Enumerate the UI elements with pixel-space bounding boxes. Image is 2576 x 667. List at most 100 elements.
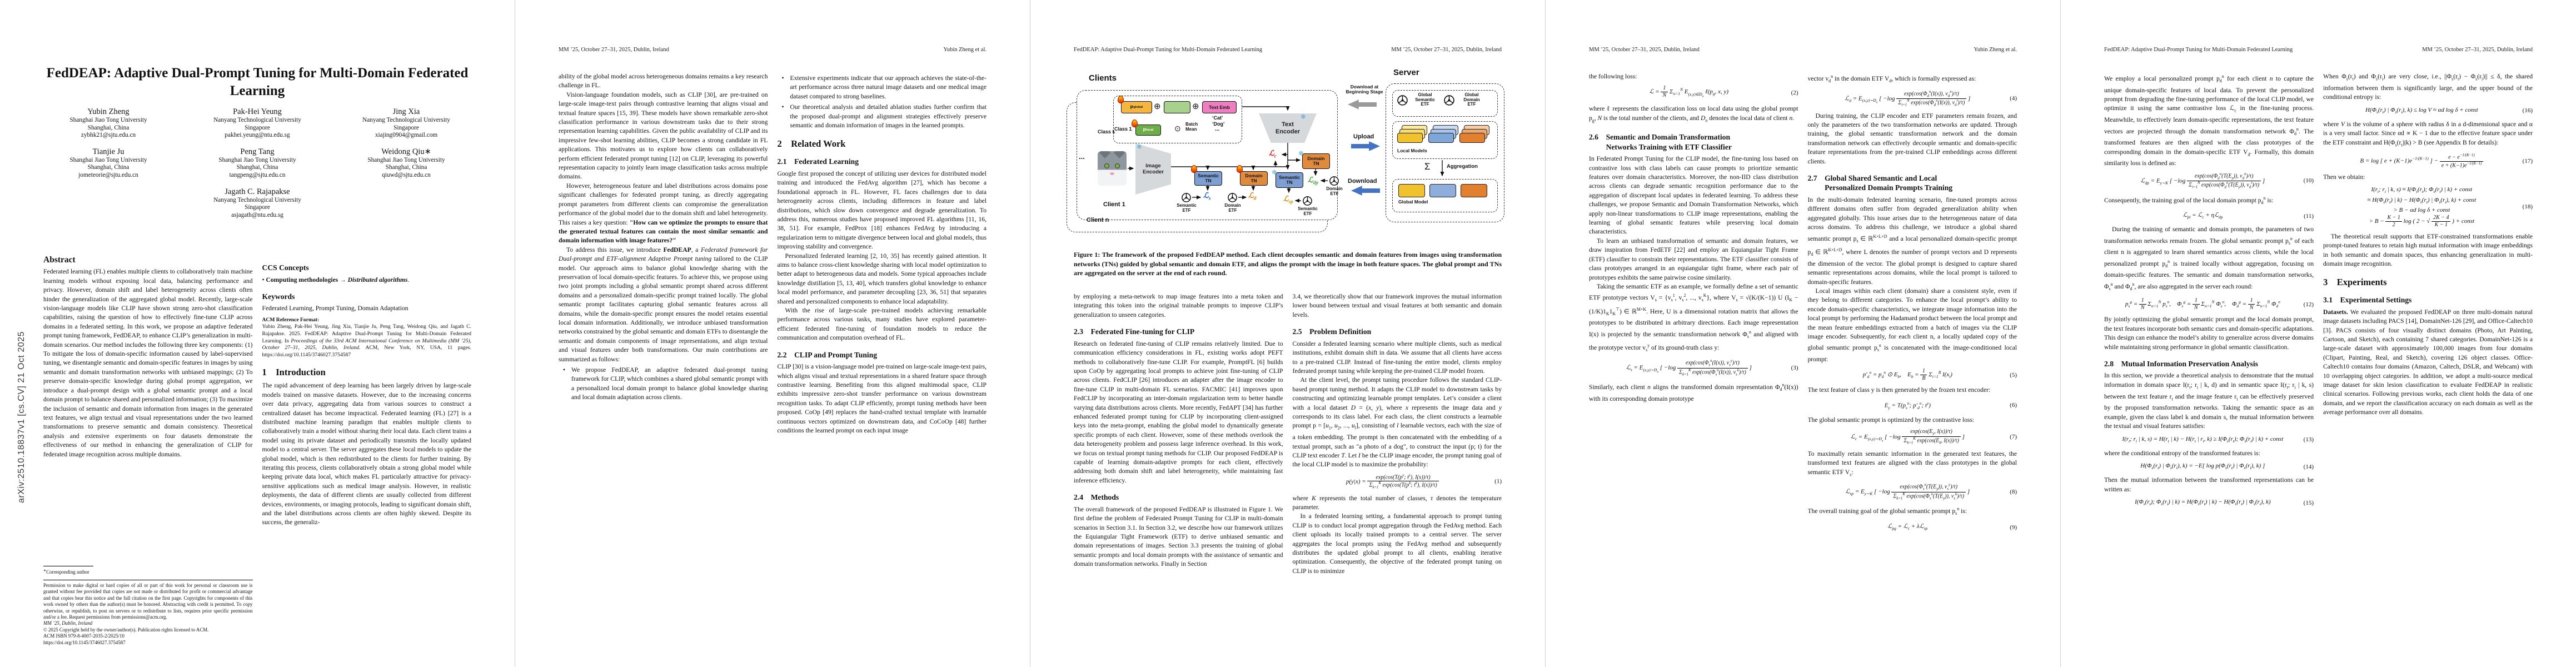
equation-number: (6) <box>2010 402 2017 409</box>
page4-right-column: vector vdn in the domain ETF Vd, which i… <box>1808 72 2017 646</box>
more-clients-ellipsis: ... <box>1079 152 1085 161</box>
paragraph: To address this issue, we introduce FedD… <box>559 246 768 363</box>
paragraph: Similarly, each client n aligns the tran… <box>1589 382 1798 402</box>
equation-number: (11) <box>2304 213 2314 220</box>
paragraph: At the client level, the prompt tuning p… <box>1292 376 1502 469</box>
local-models-label: Local Models <box>1397 148 1427 153</box>
page-5: FedDEAP: Adaptive Dual-Prompt Tuning for… <box>2061 0 2576 667</box>
abstract-heading: Abstract <box>43 256 76 265</box>
domain-etf-icon <box>1227 192 1238 206</box>
download-label: Download <box>1348 178 1377 185</box>
footnote-text: ACM ISBN 979-8-4007-2035-2/2025/10 <box>43 633 124 639</box>
client-1-label: Client 1 <box>1103 201 1125 208</box>
author-email: asjagath@ntu.edu.sg <box>231 211 283 218</box>
equation-number: (10) <box>2303 177 2314 185</box>
subsection-heading: Keywords <box>262 292 295 301</box>
frozen-snowflake-icon: ❄ <box>1272 168 1278 176</box>
paragraph: Federated learning (FL) enables multiple… <box>43 268 253 458</box>
subsection-heading: 2.8 Mutual Information Preservation Anal… <box>2104 359 2258 368</box>
subsection-heading: 2.3 Federated Fine-tuning for CLIP <box>1074 327 1195 336</box>
sum-icon: Σ <box>1424 161 1431 172</box>
paragraph: Google first proposed the concept of uti… <box>777 170 987 251</box>
paragraph: Consider a federated learning scenario w… <box>1292 340 1502 375</box>
page5-left-column: We employ a local personalized prompt pd… <box>2104 72 2314 646</box>
equation: H(Φs(rt) | Φs(ri), k) = −E[ log p(Φs(rt)… <box>2104 462 2314 472</box>
subsection-heading: 2.5 Problem Definition <box>1292 327 1372 336</box>
paragraph: Then the mutual information between the … <box>2104 476 2314 493</box>
frozen-snowflake-icon: ❄ <box>1137 143 1143 151</box>
author-email: pakhei.yeung@ntu.edu.sg <box>225 132 290 139</box>
global-domain-etf-icon <box>1443 94 1455 109</box>
equation: ℒsp = Ey∼K [ −log exp(cos(Φsn(T(Ey)), vs… <box>1845 483 2017 501</box>
equation-number: (5) <box>2010 371 2017 379</box>
running-header-conference: MM ’25, October 27–31, 2025, Dublin, Ire… <box>559 47 669 53</box>
equation: ℒpg = ℒc + λℒsp(9) <box>1808 522 2017 532</box>
author-email: jometeorie@sjtu.edu.cn <box>78 171 138 178</box>
paragraph: When Φs(rt) and Φs(ri) are very close, i… <box>2323 73 2533 101</box>
trainable-flame-icon <box>1191 165 1197 173</box>
paragraph: The overall training goal of the global … <box>1807 506 1967 516</box>
paragraph: vector vdn in the domain ETF Vd, which i… <box>1807 74 1976 84</box>
doi-link[interactable]: https://doi.org/10.1145/3746027.3754587 <box>43 639 126 645</box>
paragraph: The overall framework of the proposed Fe… <box>1074 505 1283 568</box>
paragraph: by employing a meta-network to map image… <box>1074 293 1283 318</box>
class-1-label: Class 1 <box>1114 126 1132 132</box>
equation: I(rt; ri | k, s) ≈ I(Φs(rt); Φs(ri) | k)… <box>2367 186 2533 228</box>
semantic-prompt-loss-label: ℒsp <box>1283 195 1293 205</box>
author: Weidong Qiu∗Shanghai Jiao Tong Universit… <box>335 147 478 180</box>
equation: ℒd = E(x,y)∼Dn [ −log exp(cos(Φdn(I(x)),… <box>1845 89 2017 107</box>
equation-number: (8) <box>2010 489 2017 496</box>
footnote-text: ∗Corresponding author <box>43 569 89 575</box>
oplus-icon: ⊕ <box>1154 102 1161 111</box>
paragraph: Datasets. We evaluated the proposed FedD… <box>2323 308 2533 416</box>
bullet-item: •We propose FedDEAP, an adaptive federat… <box>563 366 768 402</box>
equation-number: (2) <box>1791 89 1798 97</box>
equation: B = log [ e + (K−1)e−1/(K−1) ] − e − e−1… <box>2360 153 2533 168</box>
paragraph: The rapid advancement of deep learning h… <box>262 382 472 526</box>
class-token-ellipsis: ... <box>1215 126 1220 132</box>
paragraph: During the training of semantic and doma… <box>2104 226 2314 291</box>
paragraph: where the conditional entropy of the tra… <box>2104 449 2260 457</box>
aggregation-label: Aggregation <box>1447 163 1478 170</box>
equation-number: (17) <box>2522 157 2533 165</box>
page3-left-column: by employing a meta-network to map image… <box>1074 292 1283 646</box>
equation-number: (13) <box>2303 436 2314 444</box>
arxiv-watermark: arXiv:2510.18837v1 [cs.CV] 21 Oct 2025 <box>17 331 26 503</box>
semantic-etf-icon <box>1181 192 1192 206</box>
paragraph: Personalized federated learning [2, 10, … <box>777 252 987 305</box>
trainable-flame-icon <box>1237 165 1243 173</box>
client-n-label: Client n <box>1087 217 1109 223</box>
equation-number: (7) <box>2010 434 2017 441</box>
figure-1-caption: Figure 1: The framework of the proposed … <box>1074 251 1502 277</box>
equation: H(Φs(rt) | Φs(ri), k) ≤ log V ≈ αd log δ… <box>2323 106 2533 116</box>
paragraph: Federated Learning, Prompt Tuning, Domai… <box>262 305 408 312</box>
server-label: Server <box>1393 68 1419 77</box>
equation-number: (18) <box>2522 203 2533 211</box>
paragraph: 3.4, we theoretically show that our fram… <box>1292 293 1502 318</box>
page5-right-column: When Φs(rt) and Φs(ri) are very close, i… <box>2323 72 2533 646</box>
page3-right-column: 3.4, we theoretically show that our fram… <box>1293 292 1502 646</box>
section-heading: 1 Introduction <box>262 367 326 378</box>
author-email: zybhk21@sjtu.edu.cn <box>81 132 136 139</box>
paragraph: • Computing methodologies → Distributed … <box>262 276 410 283</box>
equation-number: (1) <box>1494 478 1502 485</box>
oplus-icon: ⊕ <box>1192 102 1199 111</box>
paragraph: To learn an unbiased transformation of s… <box>1589 237 1798 281</box>
paragraph: By jointly optimizing the global semanti… <box>2104 316 2314 351</box>
paragraph: In this section, we provide a theoretica… <box>2104 372 2314 430</box>
global-model-box: Global Model <box>1392 179 1498 212</box>
paragraph: With the rise of large-scale pre-trained… <box>777 307 987 342</box>
paragraph: Taking the semantic ETF as an example, w… <box>1589 282 1798 353</box>
